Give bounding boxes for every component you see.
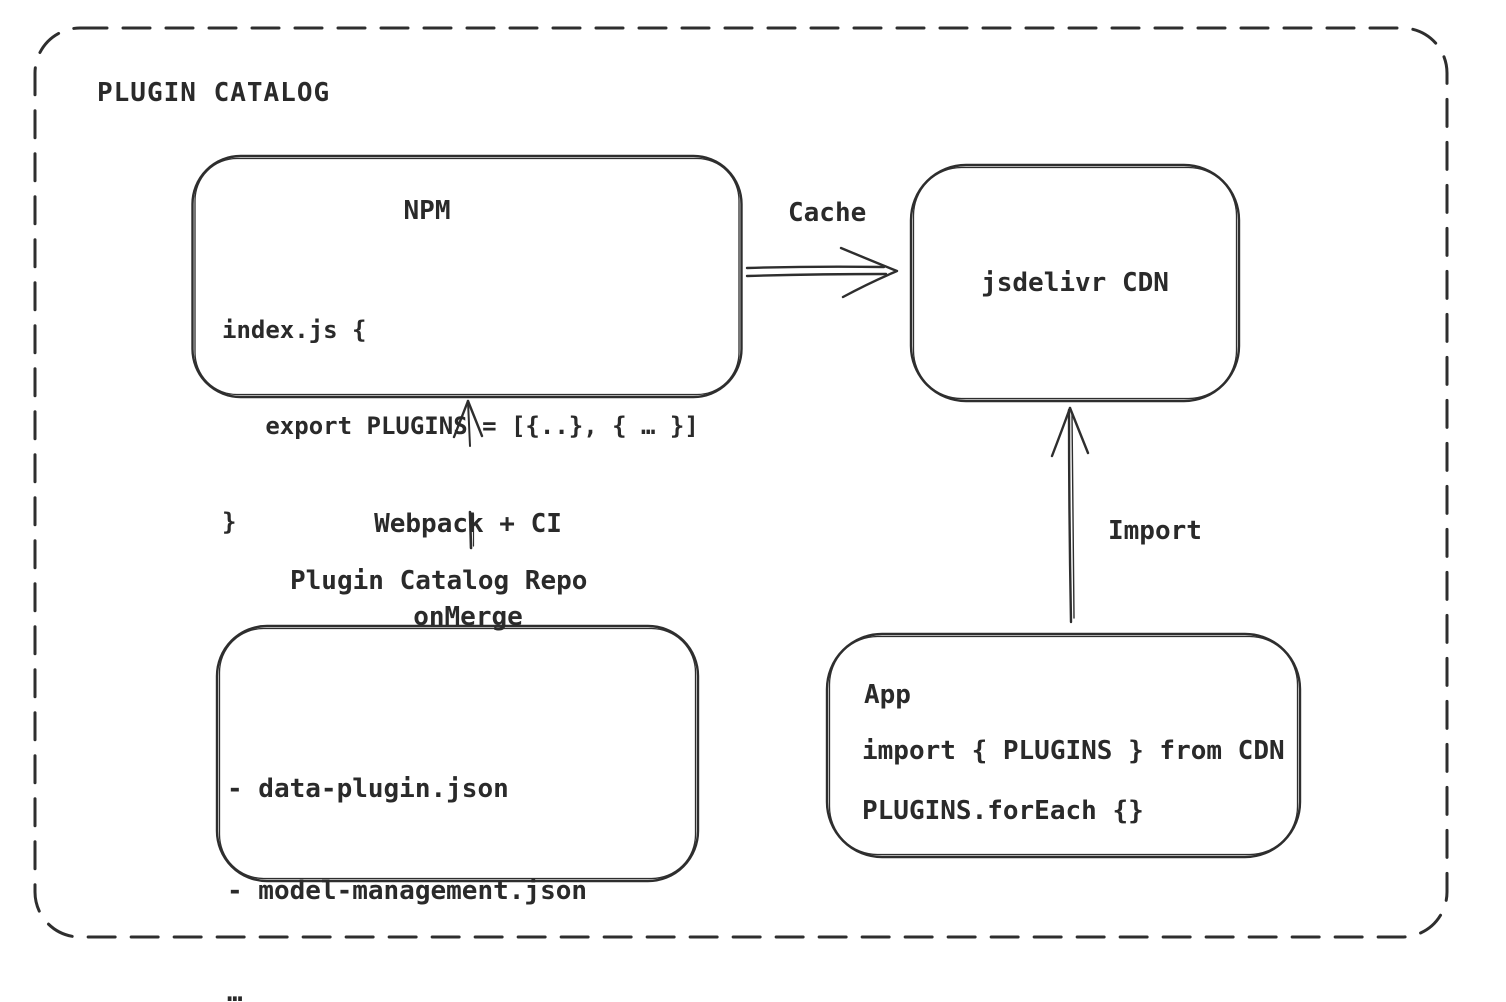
cache-arrow xyxy=(745,246,899,299)
repo-file-item: - model-management.json xyxy=(227,876,588,906)
npm-code-line: export PLUGINS = [{..}, { … }] xyxy=(222,412,699,440)
npm-code-line: } xyxy=(222,508,237,536)
build-arrow-label-line: Webpack + CI xyxy=(374,509,562,539)
repo-file-item: … xyxy=(227,978,243,1002)
cdn-node-label: jsdelivr CDN xyxy=(981,268,1169,298)
app-code-line: PLUGINS.forEach {} xyxy=(862,796,1144,826)
npm-node-title: NPM xyxy=(403,196,451,226)
npm-code-block: index.js { export PLUGINS = [{..}, { … }… xyxy=(222,250,699,602)
diagram-title: PLUGIN CATALOG xyxy=(97,78,331,108)
repo-box-outline xyxy=(215,624,700,883)
import-arrow-label: Import xyxy=(1108,516,1202,546)
cache-arrow-label: Cache xyxy=(788,198,867,228)
import-arrow xyxy=(1050,406,1090,624)
repo-file-list: - data-plugin.json - model-management.js… xyxy=(227,704,587,1002)
build-arrow xyxy=(452,399,484,550)
app-box-outline xyxy=(825,632,1302,859)
build-arrow-label: Webpack + CI onMerge xyxy=(368,447,568,695)
repo-node-title: Plugin Catalog Repo xyxy=(290,566,588,596)
repo-file-item: - data-plugin.json xyxy=(227,774,509,804)
cdn-box-outline xyxy=(909,163,1241,403)
app-code-line: import { PLUGINS } from CDN xyxy=(862,736,1285,766)
npm-code-line: index.js { xyxy=(222,316,367,344)
npm-box-outline xyxy=(191,154,743,399)
node-cdn: jsdelivr CDN xyxy=(911,164,1239,402)
app-node-title: App xyxy=(864,680,911,710)
plugin-catalog-dashed-border xyxy=(33,26,1449,939)
build-arrow-label-line: onMerge xyxy=(413,602,523,632)
